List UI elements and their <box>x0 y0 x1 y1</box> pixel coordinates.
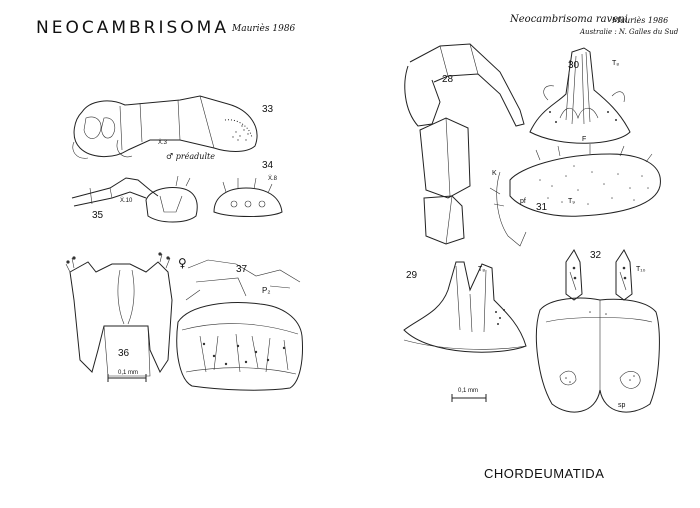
figure-34-number: 34 <box>262 160 274 171</box>
figure-29-drawing <box>403 261 527 353</box>
figure-33-note: ♂ préadulte <box>166 152 215 161</box>
left-scale-bar-drawing <box>107 374 147 382</box>
figure-29-number: 29 <box>406 270 418 281</box>
figure-32-label-sp: sp <box>618 402 626 409</box>
figure-30-number: 30 <box>568 60 580 71</box>
figure-37-drawing <box>176 259 303 391</box>
left-author-note: Mauriès 1986 <box>232 24 296 34</box>
figure-37-number: 37 <box>236 264 248 275</box>
figure-32-drawing <box>535 249 660 413</box>
figure-31-number: 31 <box>536 202 548 213</box>
figure-28-number: 28 <box>442 74 454 85</box>
figure-30-label-t: T₈ <box>612 60 620 67</box>
right-scale-bar-label: 0,1 mm <box>458 388 479 394</box>
locality-note: Australie : N. Galles du Sud <box>580 28 679 36</box>
figure-30-drawing <box>529 47 631 144</box>
right-author-note: Mauriès 1986 <box>612 16 669 25</box>
figure-36-number: 36 <box>118 348 130 359</box>
left-scale-bar-label: 0,1 mm <box>118 370 139 376</box>
figure-29-label: T₈ <box>478 266 486 273</box>
figure-30-label-f: F <box>582 136 587 143</box>
figure-35-drawing <box>71 175 198 223</box>
female-symbol: ♀ <box>178 256 187 270</box>
figure-31-label-t: T₉ <box>568 198 576 205</box>
figure-33-label: Ẋ.3 <box>158 140 168 146</box>
figure-35-number: 35 <box>92 210 104 221</box>
genus-title: NEOCAMBRISOMA <box>36 18 229 38</box>
figure-35-label: Ẋ.10 <box>120 198 133 204</box>
order-label: CHORDEUMATIDA <box>484 466 605 481</box>
figure-32-label-t: T₁₀ <box>636 266 646 273</box>
figure-33-drawing <box>72 95 258 159</box>
species-title: Neocambrisoma raveni <box>510 14 628 25</box>
figure-31-label-k: K <box>492 170 497 177</box>
figure-31-label-pf: pf <box>520 198 526 205</box>
figure-34-label: Ẋ.8 <box>268 176 278 182</box>
figure-28-drawing <box>404 43 525 245</box>
figure-37-label: P₂ <box>262 286 271 295</box>
figure-31-drawing <box>489 144 661 247</box>
right-scale-bar-drawing <box>451 394 487 402</box>
figure-34-drawing <box>213 177 283 217</box>
figure-32-number: 32 <box>590 250 602 261</box>
figure-36-drawing <box>65 252 173 377</box>
figure-33-number: 33 <box>262 104 274 115</box>
